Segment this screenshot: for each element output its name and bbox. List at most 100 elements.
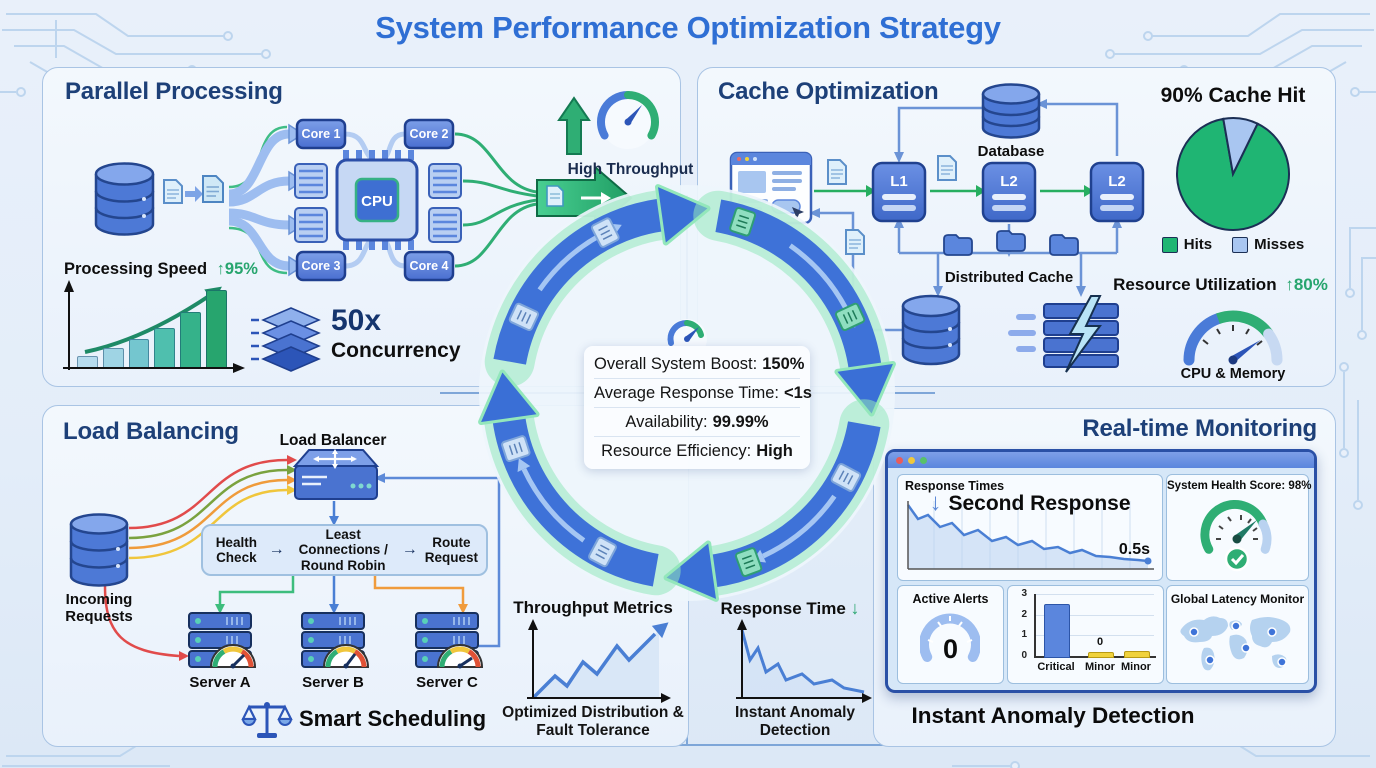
gridline — [1034, 635, 1154, 637]
task-document-icon — [163, 179, 183, 204]
hits-swatch — [1161, 236, 1178, 253]
flow-step-route: Route Request — [424, 534, 478, 565]
flow-step-algorithm: Least Connections / Round Robin — [298, 527, 388, 573]
y-tick-label: 3 — [1021, 588, 1027, 599]
document-icon — [827, 159, 847, 185]
lightning-icon — [1065, 295, 1102, 373]
metric-row: Availability:99.99% — [594, 407, 800, 436]
system-health-card: System Health Score: 98% — [1166, 474, 1312, 581]
utilization-gauge — [1183, 310, 1283, 366]
page-title: System Performance Optimization Strategy — [375, 10, 1001, 45]
metric-row: Average Response Time:<1s — [594, 378, 812, 407]
cpu-chip-icon: CPU — [335, 150, 419, 250]
legend-hits: Hits — [1161, 236, 1212, 253]
y-tick-label: 2 — [1021, 608, 1027, 620]
server-b-gauge-icon — [322, 644, 370, 669]
load-title: Load Balancing — [63, 418, 239, 445]
speedometer-icon — [597, 91, 659, 149]
document-icon — [845, 229, 865, 255]
server-c-gauge-icon — [436, 644, 484, 669]
bar-category-label: Minor — [1085, 661, 1115, 673]
response-chart — [736, 619, 872, 703]
close-dot-icon[interactable] — [896, 456, 903, 464]
second-response-annotation: ↓ Second Response — [929, 489, 1131, 516]
merge-arrows — [454, 132, 538, 268]
cycle-arrow-segment — [484, 184, 711, 387]
parallel-art: CPU Core 1 Core 2 Core 3 Core 4 — [63, 91, 659, 373]
maximize-dot-icon[interactable] — [920, 456, 927, 464]
global-latency-card: Global Latency Monitor — [1166, 585, 1309, 684]
server-b-icon — [301, 612, 370, 669]
metric-row: Overall System Boost:150% — [594, 355, 805, 373]
misses-swatch — [1232, 236, 1249, 253]
cache-hit-pie-chart — [1176, 117, 1290, 231]
smart-scheduling-label: Smart Scheduling — [299, 706, 487, 731]
incoming-requests-database-icon — [69, 513, 129, 587]
document-icon — [937, 155, 957, 181]
bar-value-label: 0 — [1096, 635, 1104, 648]
throughput-title: Throughput Metrics — [513, 598, 673, 617]
memory-bank-blocks — [294, 163, 462, 243]
routing-flow-box: Health Check → Least Connections / Round… — [201, 524, 488, 576]
feedback-line — [385, 476, 501, 648]
cache-level-boxes: L1 L2 L2 — [871, 161, 1145, 223]
processing-speed-bar-chart — [77, 287, 227, 367]
cpu-pins — [343, 150, 414, 250]
bar-category-label: Minor — [1121, 661, 1151, 673]
monitoring-window: Response Times ↓ Second Response 0.5s Sy — [885, 449, 1317, 693]
pie-slice-misses — [1222, 117, 1259, 178]
active-alerts-label: Active Alerts — [912, 592, 989, 606]
bar-category-label: Critical — [1037, 661, 1075, 673]
server-c-label: Server C — [416, 674, 478, 691]
trend-arrow — [84, 294, 211, 354]
cache-hit-title: 90% Cache Hit — [1160, 84, 1306, 107]
server-c-icon — [415, 612, 484, 669]
speed-bar — [128, 338, 150, 367]
alert-bar — [1088, 651, 1114, 658]
load-balancer-label: Load Balancer — [279, 432, 387, 449]
health-gauge — [1200, 500, 1272, 572]
blue-down-arrow-icon: ↓ — [929, 489, 942, 516]
monitoring-title: Real-time Monitoring — [1082, 415, 1317, 442]
gridline — [1034, 614, 1154, 616]
metric-value: High — [756, 442, 793, 460]
throughput-chart — [527, 619, 671, 703]
concurrency-label: Concurrency — [331, 339, 461, 362]
server-b-label: Server B — [302, 674, 364, 691]
core-label: Core 4 — [410, 259, 449, 273]
minimize-dot-icon[interactable] — [908, 456, 915, 464]
distributed-cache-label: Distributed Cache — [945, 269, 1073, 286]
speed-bar — [77, 356, 98, 367]
down-arrow-icon: ↓ — [850, 598, 860, 618]
y-tick-label: 1 — [1021, 629, 1027, 641]
resource-utilization-label: Resource Utilization ↑80% — [1113, 275, 1328, 294]
processing-speed-delta: ↑95% — [216, 260, 258, 278]
flow-arrow-icon: → — [268, 541, 285, 559]
parallel-title: Parallel Processing — [65, 78, 283, 105]
load-balancer-icon — [292, 449, 380, 500]
instant-anomaly-footer: Instant Anomaly Detection — [911, 703, 1195, 728]
distributed-cache-folders — [943, 230, 1079, 256]
speed-bar — [180, 311, 202, 367]
database-icon — [901, 294, 961, 366]
concurrency-stack-icon — [251, 307, 321, 372]
active-alerts-card: Active Alerts 0 — [897, 585, 1004, 684]
metric-value: 150% — [762, 355, 805, 373]
cache-level-label: L1 — [890, 173, 908, 190]
alert-bar — [1124, 650, 1150, 658]
metric-value: <1s — [783, 384, 812, 402]
incoming-requests-label: Incoming Requests — [65, 591, 133, 626]
y-tick-label: 0 — [1021, 650, 1027, 661]
cursor-icon — [792, 207, 804, 219]
cycle-document-icons — [501, 207, 866, 577]
concurrency-value: 50x — [331, 304, 382, 337]
system-health-label: System Health Score: 98% — [1167, 480, 1312, 492]
database-icon — [94, 162, 155, 236]
throughput-caption: Optimized Distribution & Fault Tolerance — [502, 704, 684, 740]
dispatch-arrows — [218, 572, 465, 604]
metric-row: Resource Efficiency:High — [594, 436, 800, 465]
pie-legend: Hits Misses — [1128, 236, 1338, 253]
cache-title: Cache Optimization — [718, 78, 939, 105]
world-map-icon — [1180, 616, 1291, 671]
server-a-gauge-icon — [209, 644, 257, 669]
